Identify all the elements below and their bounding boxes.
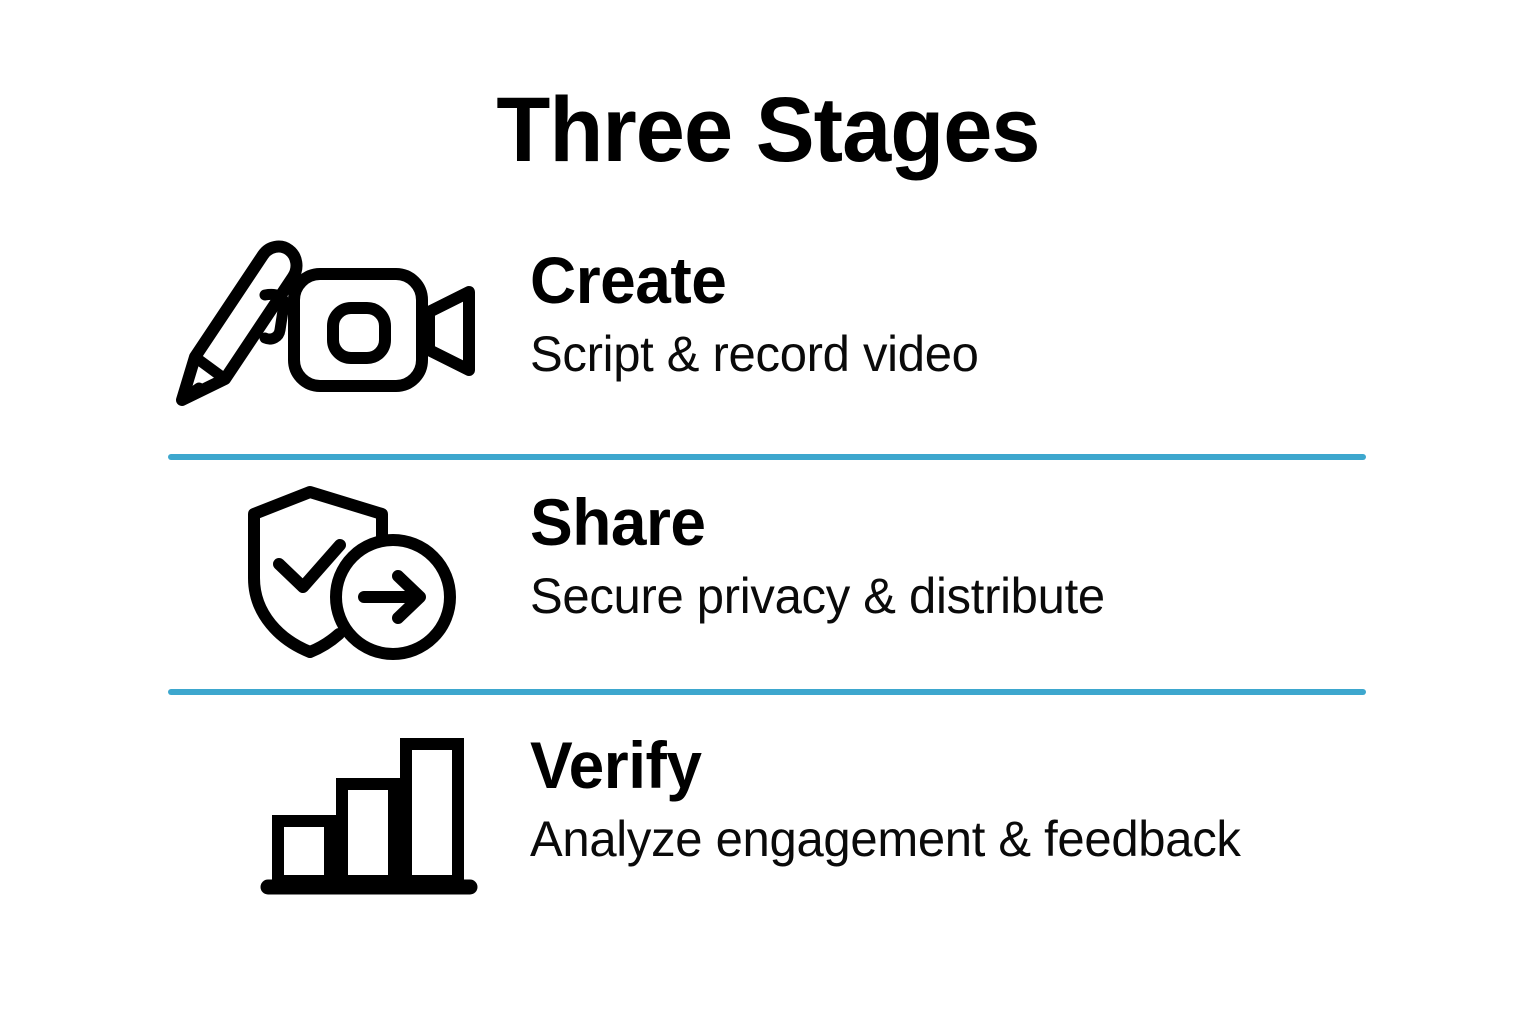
divider-create-share — [168, 454, 1366, 460]
stage-title-share: Share — [530, 485, 706, 559]
stage-share-icon-group — [168, 478, 530, 668]
stage-subtitle-verify: Analyze engagement & feedback — [530, 811, 1241, 867]
stage-create-text: Create Script & record video — [530, 217, 1368, 437]
stage-subtitle-create: Script & record video — [530, 326, 979, 382]
stage-title-verify: Verify — [530, 728, 702, 802]
stage-row-verify: Verify Analyze engagement & feedback — [168, 718, 1368, 908]
video-camera-icon — [288, 268, 475, 392]
pen-icon — [176, 240, 303, 406]
stage-verify-text: Verify Analyze engagement & feedback — [530, 704, 1368, 922]
stage-subtitle-share: Secure privacy & distribute — [530, 568, 1105, 624]
stage-create-icon-group — [168, 232, 530, 422]
page-title: Three Stages — [496, 79, 1040, 181]
stage-row-share: Share Secure privacy & distribute — [168, 478, 1368, 668]
stage-row-create: Create Script & record video — [168, 232, 1368, 422]
shield-check-icon — [248, 486, 456, 660]
stage-verify-icon-group — [168, 718, 530, 908]
divider-share-verify — [168, 689, 1366, 695]
bar-chart-icon — [260, 738, 478, 895]
stage-share-text: Share Secure privacy & distribute — [530, 467, 1368, 679]
circle-arrow-right-icon — [330, 534, 456, 660]
stage-title-create: Create — [530, 243, 727, 317]
